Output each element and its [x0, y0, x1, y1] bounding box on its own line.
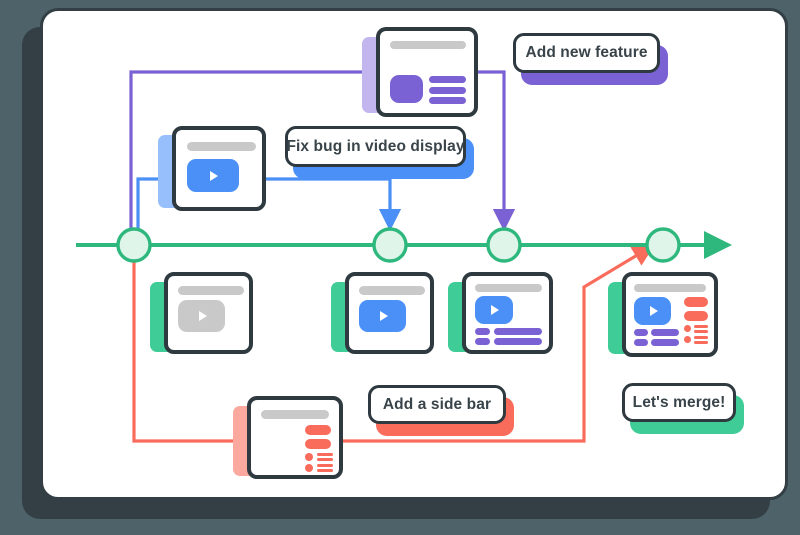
sidebar-chip — [684, 311, 708, 321]
sidebar-bullet — [305, 464, 313, 472]
card-thumbnail — [178, 300, 225, 332]
branch-line-red — [132, 244, 655, 443]
ui-mockup-card-video-plus-list[interactable] — [448, 272, 553, 354]
card-title-bar — [187, 142, 256, 151]
commit-node-2[interactable] — [372, 227, 408, 263]
card-title-bar — [178, 286, 244, 295]
commit-node-1[interactable] — [116, 227, 152, 263]
sidebar-chip — [305, 425, 331, 435]
card-text-line — [429, 76, 466, 83]
ui-mockup-card-video[interactable] — [158, 126, 266, 211]
callout-label: Add new feature — [513, 33, 660, 73]
card-body — [164, 272, 253, 354]
play-icon — [210, 170, 218, 181]
card-thumbnail — [634, 297, 671, 325]
ui-mockup-card-sidebar[interactable] — [233, 396, 343, 479]
card-thumbnail — [475, 296, 513, 324]
callout-label: Let's merge! — [622, 383, 736, 422]
sidebar-line — [317, 469, 333, 472]
card-title-bar — [475, 284, 542, 292]
card-thumbnail — [359, 300, 406, 332]
callout-add-new-feature[interactable]: Add new feature — [513, 33, 668, 85]
card-body — [172, 126, 266, 211]
commit-node-3[interactable] — [486, 227, 522, 263]
play-icon — [649, 306, 658, 316]
card-body — [376, 27, 478, 117]
callout-label: Add a side bar — [368, 385, 506, 424]
card-list-chip — [475, 338, 490, 345]
card-title-bar — [390, 41, 466, 49]
card-title-bar — [261, 410, 329, 419]
ui-mockup-card-video-fixed[interactable] — [331, 272, 434, 354]
sidebar-line — [694, 341, 708, 344]
sidebar-line — [694, 325, 708, 328]
card-list-row — [494, 328, 542, 335]
play-icon — [198, 311, 207, 321]
play-icon — [379, 311, 388, 321]
sidebar-line — [317, 464, 333, 467]
card-list-chip — [634, 329, 648, 336]
card-list-row — [651, 339, 679, 346]
ui-mockup-card-merged[interactable] — [608, 272, 718, 357]
card-thumbnail — [187, 159, 239, 192]
card-list-row — [651, 329, 679, 336]
sidebar-line — [694, 330, 708, 333]
card-list-row — [494, 338, 542, 345]
sidebar-chip — [305, 439, 331, 449]
callout-fix-bug-in-video-display[interactable]: Fix bug in video display — [285, 126, 474, 179]
card-body — [345, 272, 434, 354]
commit-node-4[interactable] — [645, 227, 681, 263]
card-list-chip — [634, 339, 648, 346]
card-body — [247, 396, 343, 479]
callout-add-a-side-bar[interactable]: Add a side bar — [368, 385, 514, 436]
card-title-bar — [359, 286, 425, 295]
card-text-line — [429, 87, 466, 94]
ui-mockup-card-feature[interactable] — [362, 27, 478, 117]
sidebar-line — [694, 336, 708, 339]
sidebar-chip — [684, 297, 708, 307]
card-body — [462, 272, 553, 354]
sidebar-bullet — [305, 453, 313, 461]
sidebar-bullet — [684, 325, 691, 332]
card-thumbnail — [390, 75, 423, 103]
card-body — [622, 272, 718, 357]
callout-lets-merge[interactable]: Let's merge! — [622, 383, 744, 434]
sidebar-line — [317, 453, 333, 456]
play-icon — [491, 305, 499, 315]
timeline-axis — [76, 227, 732, 263]
ui-mockup-card-gray-draft[interactable] — [150, 272, 253, 354]
card-title-bar — [634, 284, 706, 292]
card-list-chip — [475, 328, 490, 335]
callout-label: Fix bug in video display — [285, 126, 466, 167]
sidebar-bullet — [684, 336, 691, 343]
card-text-line — [429, 97, 466, 104]
sidebar-line — [317, 458, 333, 461]
